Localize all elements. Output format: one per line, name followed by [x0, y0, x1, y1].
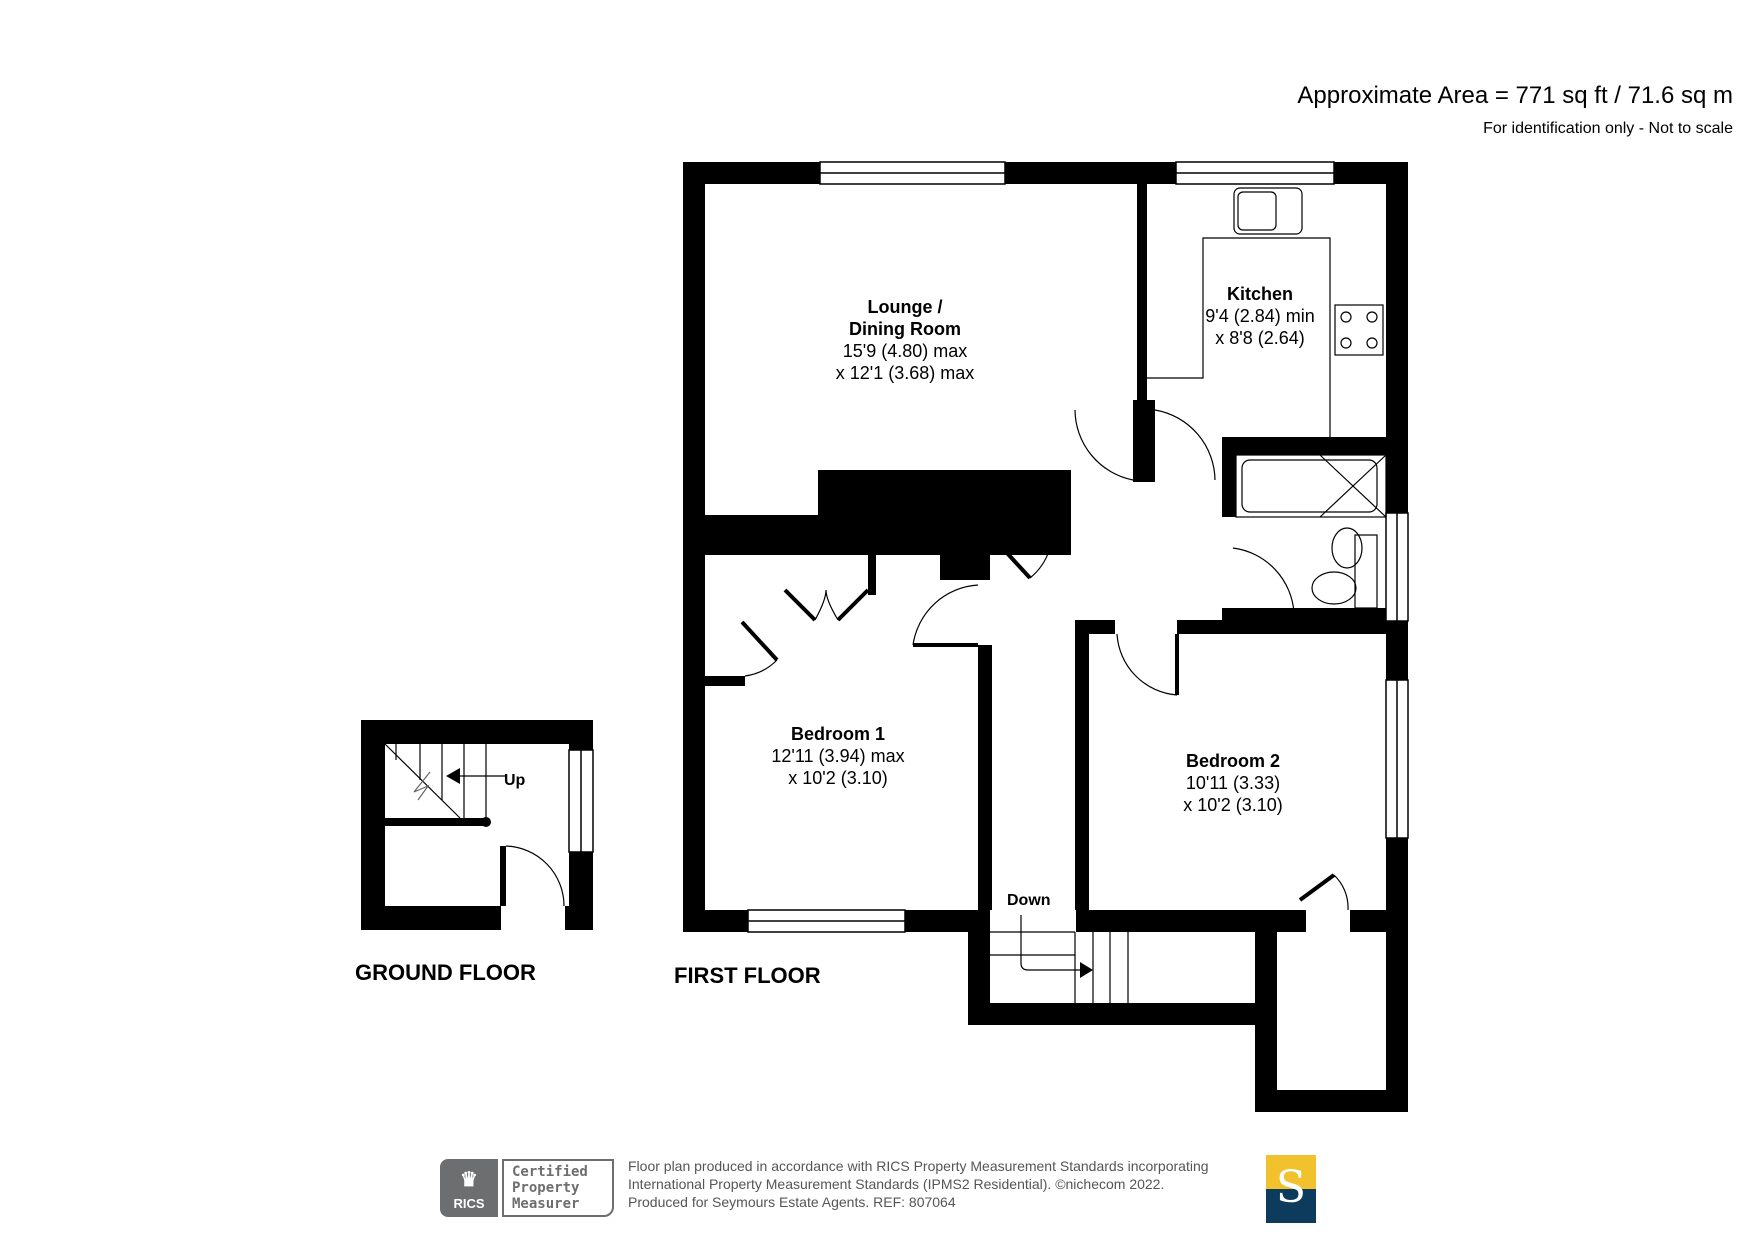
room-bedroom-1: Bedroom 1 12'11 (3.94) max x 10'2 (3.10): [771, 724, 905, 788]
footer-text: Floor plan produced in accordance with R…: [628, 1158, 1209, 1210]
rics-logo: ♛ RICS: [440, 1159, 498, 1217]
room-lounge-dining: Lounge / Dining Room 15'9 (4.80) max x 1…: [835, 297, 975, 383]
seymours-logo: S: [1266, 1155, 1316, 1223]
ground-floor-label: GROUND FLOOR: [355, 960, 536, 985]
lion-icon: ♛: [460, 1169, 478, 1191]
first-floor-label: FIRST FLOOR: [674, 963, 821, 988]
stairs-up-label: Up: [504, 772, 526, 789]
down-arrow-icon: [1080, 962, 1093, 978]
approximate-area: Approximate Area = 771 sq ft / 71.6 sq m: [1297, 82, 1733, 109]
certified-measurer-badge: Certified Property Measurer: [502, 1159, 614, 1217]
room-kitchen: Kitchen 9'4 (2.84) min x 8'8 (2.64): [1205, 284, 1315, 348]
disclaimer: For identification only - Not to scale: [1483, 120, 1733, 137]
doors-fixtures: [384, 187, 1387, 1003]
up-arrow-icon: [446, 768, 460, 784]
footer: ♛ RICS Certified Property Measurer Floor…: [440, 1155, 1320, 1227]
room-bedroom-2: Bedroom 2 10'11 (3.33) x 10'2 (3.10): [1183, 751, 1283, 815]
stairs-down-label: Down: [1007, 892, 1051, 909]
windows: [568, 161, 1409, 933]
newel-post: [481, 817, 491, 827]
